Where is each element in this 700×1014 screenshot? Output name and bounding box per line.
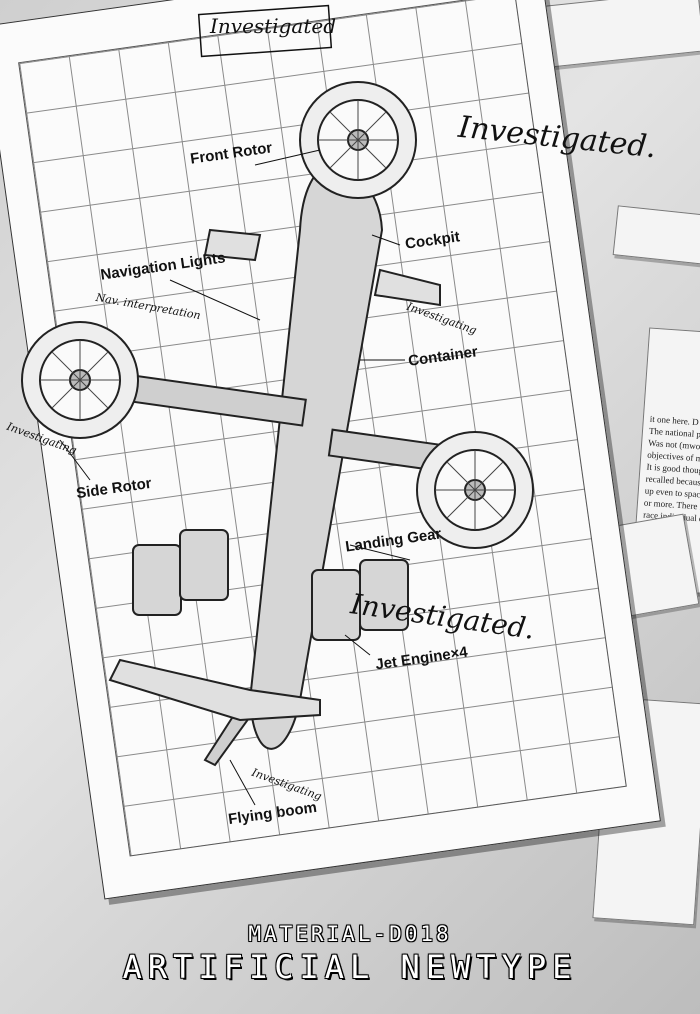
caption-code: MATERIAL-D018 [248,922,452,946]
caption: MATERIAL-D018 ARTIFICIAL NEWTYPE [0,922,700,986]
stamp-investigated-top: Investigated [210,14,337,38]
side-document-text: it one here. D The national powe Was not… [643,413,700,526]
desk-paper-tag-right [612,205,700,265]
caption-title: ARTIFICIAL NEWTYPE [122,948,578,986]
